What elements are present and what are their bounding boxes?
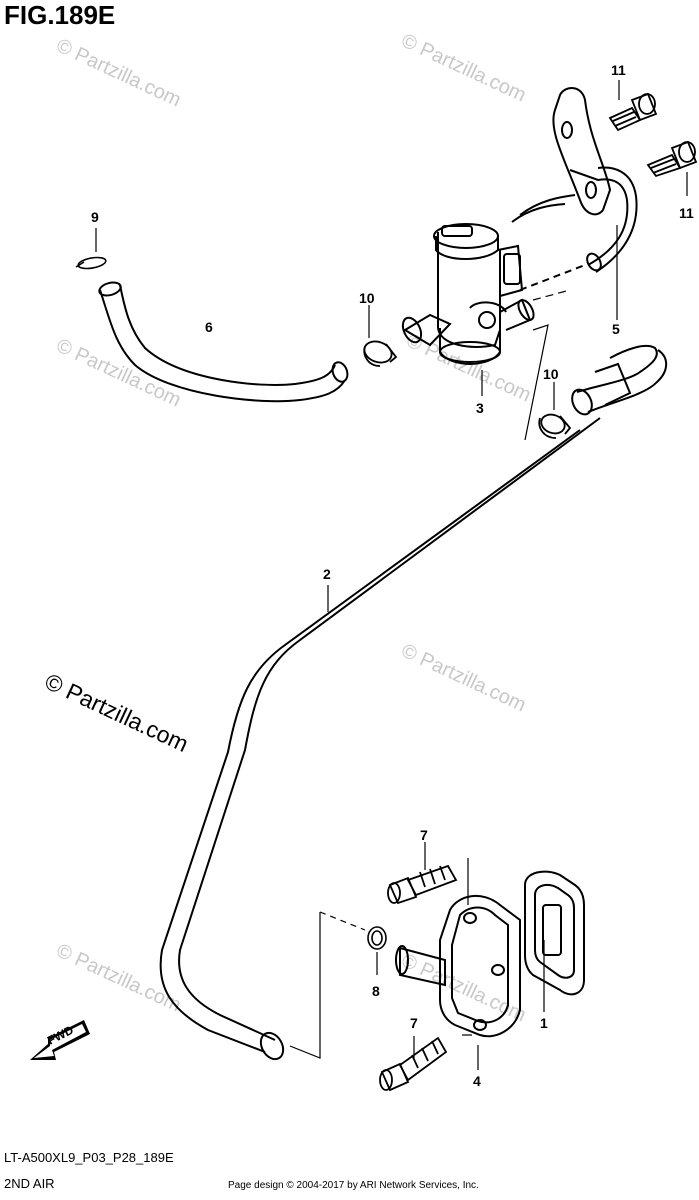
callout-10-right: 10 — [543, 366, 559, 382]
watermark-text: © Partzilla.com — [53, 35, 184, 112]
figure-code: LT-A500XL9_P03_P28_189E — [4, 1150, 174, 1165]
bolt-part-11-upper — [608, 80, 658, 132]
leader-dashed — [524, 289, 571, 441]
cover-part-4 — [395, 894, 521, 1070]
hose-part-6 — [98, 281, 349, 403]
callout-1: 1 — [540, 1015, 548, 1031]
callout-9: 9 — [91, 209, 99, 225]
callout-6: 6 — [205, 319, 213, 335]
callout-7-lower: 7 — [410, 1015, 418, 1031]
clamp-part-10-left — [363, 305, 398, 367]
gasket-part-1 — [524, 870, 585, 996]
callout-4: 4 — [473, 1073, 481, 1089]
callout-10-left: 10 — [359, 290, 375, 306]
hose-part-2 — [159, 344, 668, 1061]
figure-title: FIG.189E — [4, 0, 116, 30]
watermark-text: © Partzilla.com — [398, 640, 529, 717]
watermark-text: © Partzilla.com — [53, 335, 184, 412]
callout-5: 5 — [612, 321, 620, 337]
callout-8: 8 — [372, 983, 380, 999]
figure-name: 2ND AIR — [4, 1176, 55, 1191]
callout-11-lower: 11 — [679, 205, 694, 221]
watermark-text: © Partzilla.com — [53, 940, 184, 1017]
oring-part-8 — [367, 926, 387, 975]
callout-3: 3 — [476, 400, 484, 416]
callout-labels: 9 6 10 3 11 11 5 10 2 7 8 1 7 4 — [91, 62, 694, 1089]
callout-2: 2 — [323, 566, 331, 582]
bolt-part-7-lower — [379, 1036, 448, 1092]
valve-part-3 — [401, 223, 535, 396]
watermark-group: © Partzilla.com © Partzilla.com © Partzi… — [53, 30, 534, 1027]
watermark-text: © Partzilla.com — [398, 30, 529, 107]
bolt-part-7-upper — [387, 842, 458, 905]
copyright-footer: Page design © 2004-2017 by ARI Network S… — [228, 1180, 479, 1191]
pipe-part-5 — [511, 87, 638, 320]
clamp-part-10-right — [538, 382, 572, 439]
fwd-arrow-icon: FWD — [30, 1020, 90, 1060]
bolt-part-11-lower — [646, 140, 698, 196]
callout-11-upper: 11 — [611, 62, 626, 78]
callout-7-upper: 7 — [420, 827, 428, 843]
clip-part-9 — [75, 228, 107, 270]
